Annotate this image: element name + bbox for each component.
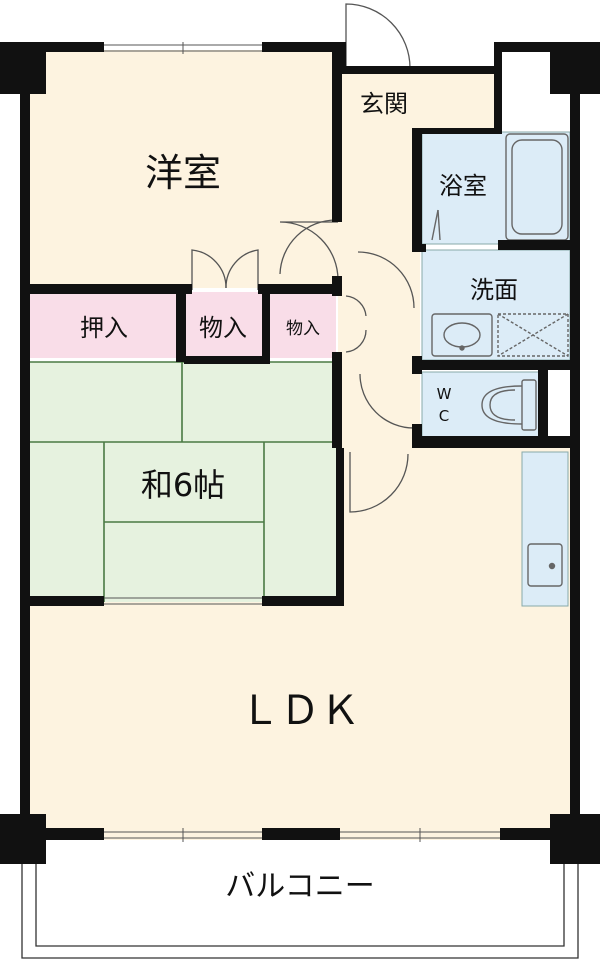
bathtub-inner-icon — [511, 139, 563, 235]
toilet-tank-icon — [521, 379, 537, 431]
balcony — [21, 864, 579, 959]
western-room-label: 洋室 — [145, 151, 221, 195]
washing-machine-pan-icon — [497, 313, 569, 357]
oshiire-floor — [28, 292, 178, 358]
walls — [0, 42, 600, 864]
fixtures — [431, 133, 569, 587]
tatami-lines — [28, 361, 338, 602]
door-swings — [191, 3, 415, 513]
toilet-bowl-icon — [481, 385, 523, 425]
storage-1-floor — [184, 292, 262, 358]
entrance-floor — [338, 72, 498, 128]
bath-label: 浴室 — [439, 172, 487, 200]
kitchen-counter — [521, 451, 569, 607]
balcony-label: バルコニー — [225, 869, 374, 904]
toilet-label-w: W — [437, 385, 452, 403]
ldk-label: ＬＤＫ — [240, 688, 360, 734]
entrance-label: 玄関 — [360, 90, 408, 118]
storage-2-label: 物入 — [286, 319, 320, 339]
washbasin-icon — [431, 313, 493, 357]
japanese-room-floor — [28, 362, 338, 602]
storage-2-floor — [268, 292, 336, 358]
windows — [104, 42, 500, 842]
western-room-floor — [28, 50, 338, 288]
hallway-floor — [338, 72, 420, 452]
oshiire-label: 押入 — [80, 314, 128, 342]
washroom-label: 洗面 — [470, 276, 518, 304]
kitchen-sink-icon — [527, 543, 563, 587]
storage-1-label: 物入 — [199, 314, 247, 342]
japanese-room-label: 和6帖 — [141, 466, 225, 504]
toilet-label-c: C — [439, 407, 449, 425]
floors — [28, 50, 571, 840]
labels: 洋室 玄関 浴室 洗面 押入 物入 物入 W C 和6帖 ＬＤＫ バルコニー — [80, 90, 518, 904]
